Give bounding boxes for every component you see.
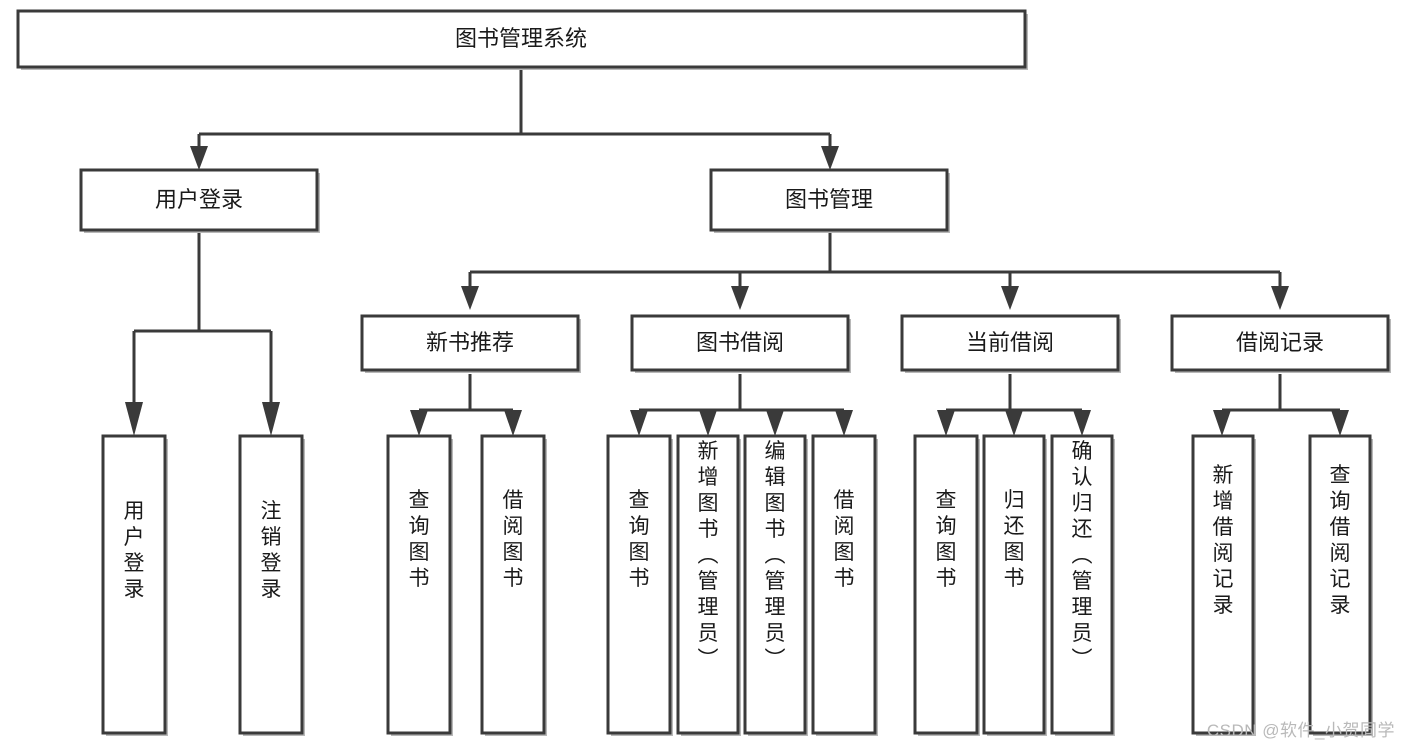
node-book-borrow[interactable]: 图书借阅 xyxy=(630,314,851,373)
leaf-box xyxy=(913,434,979,735)
leaf-label: 查询图书 xyxy=(409,489,430,590)
leaf-label: 新增借阅记录 xyxy=(1213,464,1234,617)
leaf-node[interactable]: 编辑图书︵管理员︶ xyxy=(743,434,808,736)
leaf-node[interactable]: 新增借阅记录 xyxy=(1191,434,1256,736)
leaf-box xyxy=(1308,434,1372,735)
leaf-box xyxy=(811,434,877,735)
leaf-box xyxy=(480,434,546,735)
arrowhead-book-management xyxy=(821,146,839,170)
leaf-label: 查询图书 xyxy=(629,489,650,590)
leaf-label: 编辑图书︵管理员︶ xyxy=(765,440,786,671)
leaf-node[interactable]: 用户登录 xyxy=(101,434,168,736)
node-new-book-recommend[interactable]: 新书推荐 xyxy=(360,314,581,373)
leaf-label: 查询图书 xyxy=(936,489,957,590)
leaf-box xyxy=(1191,434,1255,735)
arrowhead-bb-leaf4 xyxy=(835,410,853,436)
leaf-label: 用户登录 xyxy=(124,500,145,601)
user-login-box xyxy=(79,168,319,232)
arrowhead-cb-leaf1 xyxy=(937,410,955,436)
arrowhead-bb-leaf2 xyxy=(699,410,717,436)
new-book-box xyxy=(360,314,580,372)
arrowhead-bb-leaf1 xyxy=(630,410,648,436)
book-management-label: 图书管理 xyxy=(785,187,873,212)
csdn-watermark: CSDN @软件_小贺同学 xyxy=(1206,721,1395,740)
leaf-label: 借阅图书 xyxy=(834,489,855,590)
leaf-node[interactable]: 注销登录 xyxy=(238,434,305,736)
book-borrow-label: 图书借阅 xyxy=(696,330,784,355)
leaf-node[interactable]: 借阅图书 xyxy=(480,434,547,736)
leaf-node[interactable]: 查询图书 xyxy=(606,434,673,736)
leaf-box xyxy=(743,434,807,735)
book-management-box xyxy=(709,168,949,232)
leaf-box xyxy=(982,434,1046,735)
arrowhead-borrow-record xyxy=(1271,286,1289,310)
leaf-layer: 用户登录 注销登录 查询图书 借阅图书 查询图书 xyxy=(101,434,1373,736)
arrowhead-br-leaf2 xyxy=(1331,410,1349,436)
leaf-node[interactable]: 借阅图书 xyxy=(811,434,878,736)
arrowhead-bb-leaf3 xyxy=(766,410,784,436)
leaf-node[interactable]: 查询图书 xyxy=(386,434,453,736)
root-box xyxy=(16,9,1027,69)
arrowhead-cb-leaf3 xyxy=(1073,410,1091,436)
leaf-box xyxy=(1050,434,1114,735)
arrowhead-ul-leaf2 xyxy=(262,402,280,436)
arrowhead-ul-leaf1 xyxy=(125,402,143,436)
leaf-label: 新增图书︵管理员︶ xyxy=(698,440,719,671)
arrowhead-book-borrow xyxy=(731,286,749,310)
borrow-record-box xyxy=(1170,314,1390,372)
leaf-box xyxy=(238,434,304,735)
node-book-management[interactable]: 图书管理 xyxy=(709,168,950,233)
leaf-node[interactable]: 确认归还︵管理员︶ xyxy=(1050,434,1115,736)
arrowhead-new-book xyxy=(461,286,479,310)
arrowhead-current-borrow xyxy=(1001,286,1019,310)
current-borrow-box xyxy=(900,314,1120,372)
leaf-node[interactable]: 新增图书︵管理员︶ xyxy=(676,434,741,736)
node-book-management-system[interactable]: 图书管理系统 xyxy=(16,9,1028,70)
user-login-label: 用户登录 xyxy=(155,187,243,212)
leaf-label: 查询借阅记录 xyxy=(1330,464,1351,617)
leaf-box xyxy=(101,434,167,735)
borrow-record-label: 借阅记录 xyxy=(1236,330,1324,355)
leaf-label: 确认归还︵管理员︶ xyxy=(1072,440,1093,671)
leaf-label: 借阅图书 xyxy=(503,489,524,590)
arrowhead-br-leaf1 xyxy=(1213,410,1231,436)
node-current-borrow[interactable]: 当前借阅 xyxy=(900,314,1121,373)
leaf-node[interactable]: 归还图书 xyxy=(982,434,1047,736)
leaf-node[interactable]: 查询借阅记录 xyxy=(1308,434,1373,736)
arrowhead-nb-leaf1 xyxy=(410,410,428,436)
leaf-label: 注销登录 xyxy=(261,500,282,601)
connector-layer xyxy=(125,67,1349,436)
node-borrow-record[interactable]: 借阅记录 xyxy=(1170,314,1391,373)
node-user-login[interactable]: 用户登录 xyxy=(79,168,320,233)
root-label: 图书管理系统 xyxy=(455,26,587,51)
new-book-label: 新书推荐 xyxy=(426,330,514,355)
leaf-box xyxy=(606,434,672,735)
arrowhead-cb-leaf2 xyxy=(1005,410,1023,436)
arrowhead-nb-leaf2 xyxy=(504,410,522,436)
book-borrow-box xyxy=(630,314,850,372)
leaf-box xyxy=(386,434,452,735)
current-borrow-label: 当前借阅 xyxy=(966,330,1054,355)
arrowhead-user-login xyxy=(190,146,208,170)
leaf-box xyxy=(676,434,740,735)
leaf-node[interactable]: 查询图书 xyxy=(913,434,980,736)
leaf-label: 归还图书 xyxy=(1004,489,1025,590)
